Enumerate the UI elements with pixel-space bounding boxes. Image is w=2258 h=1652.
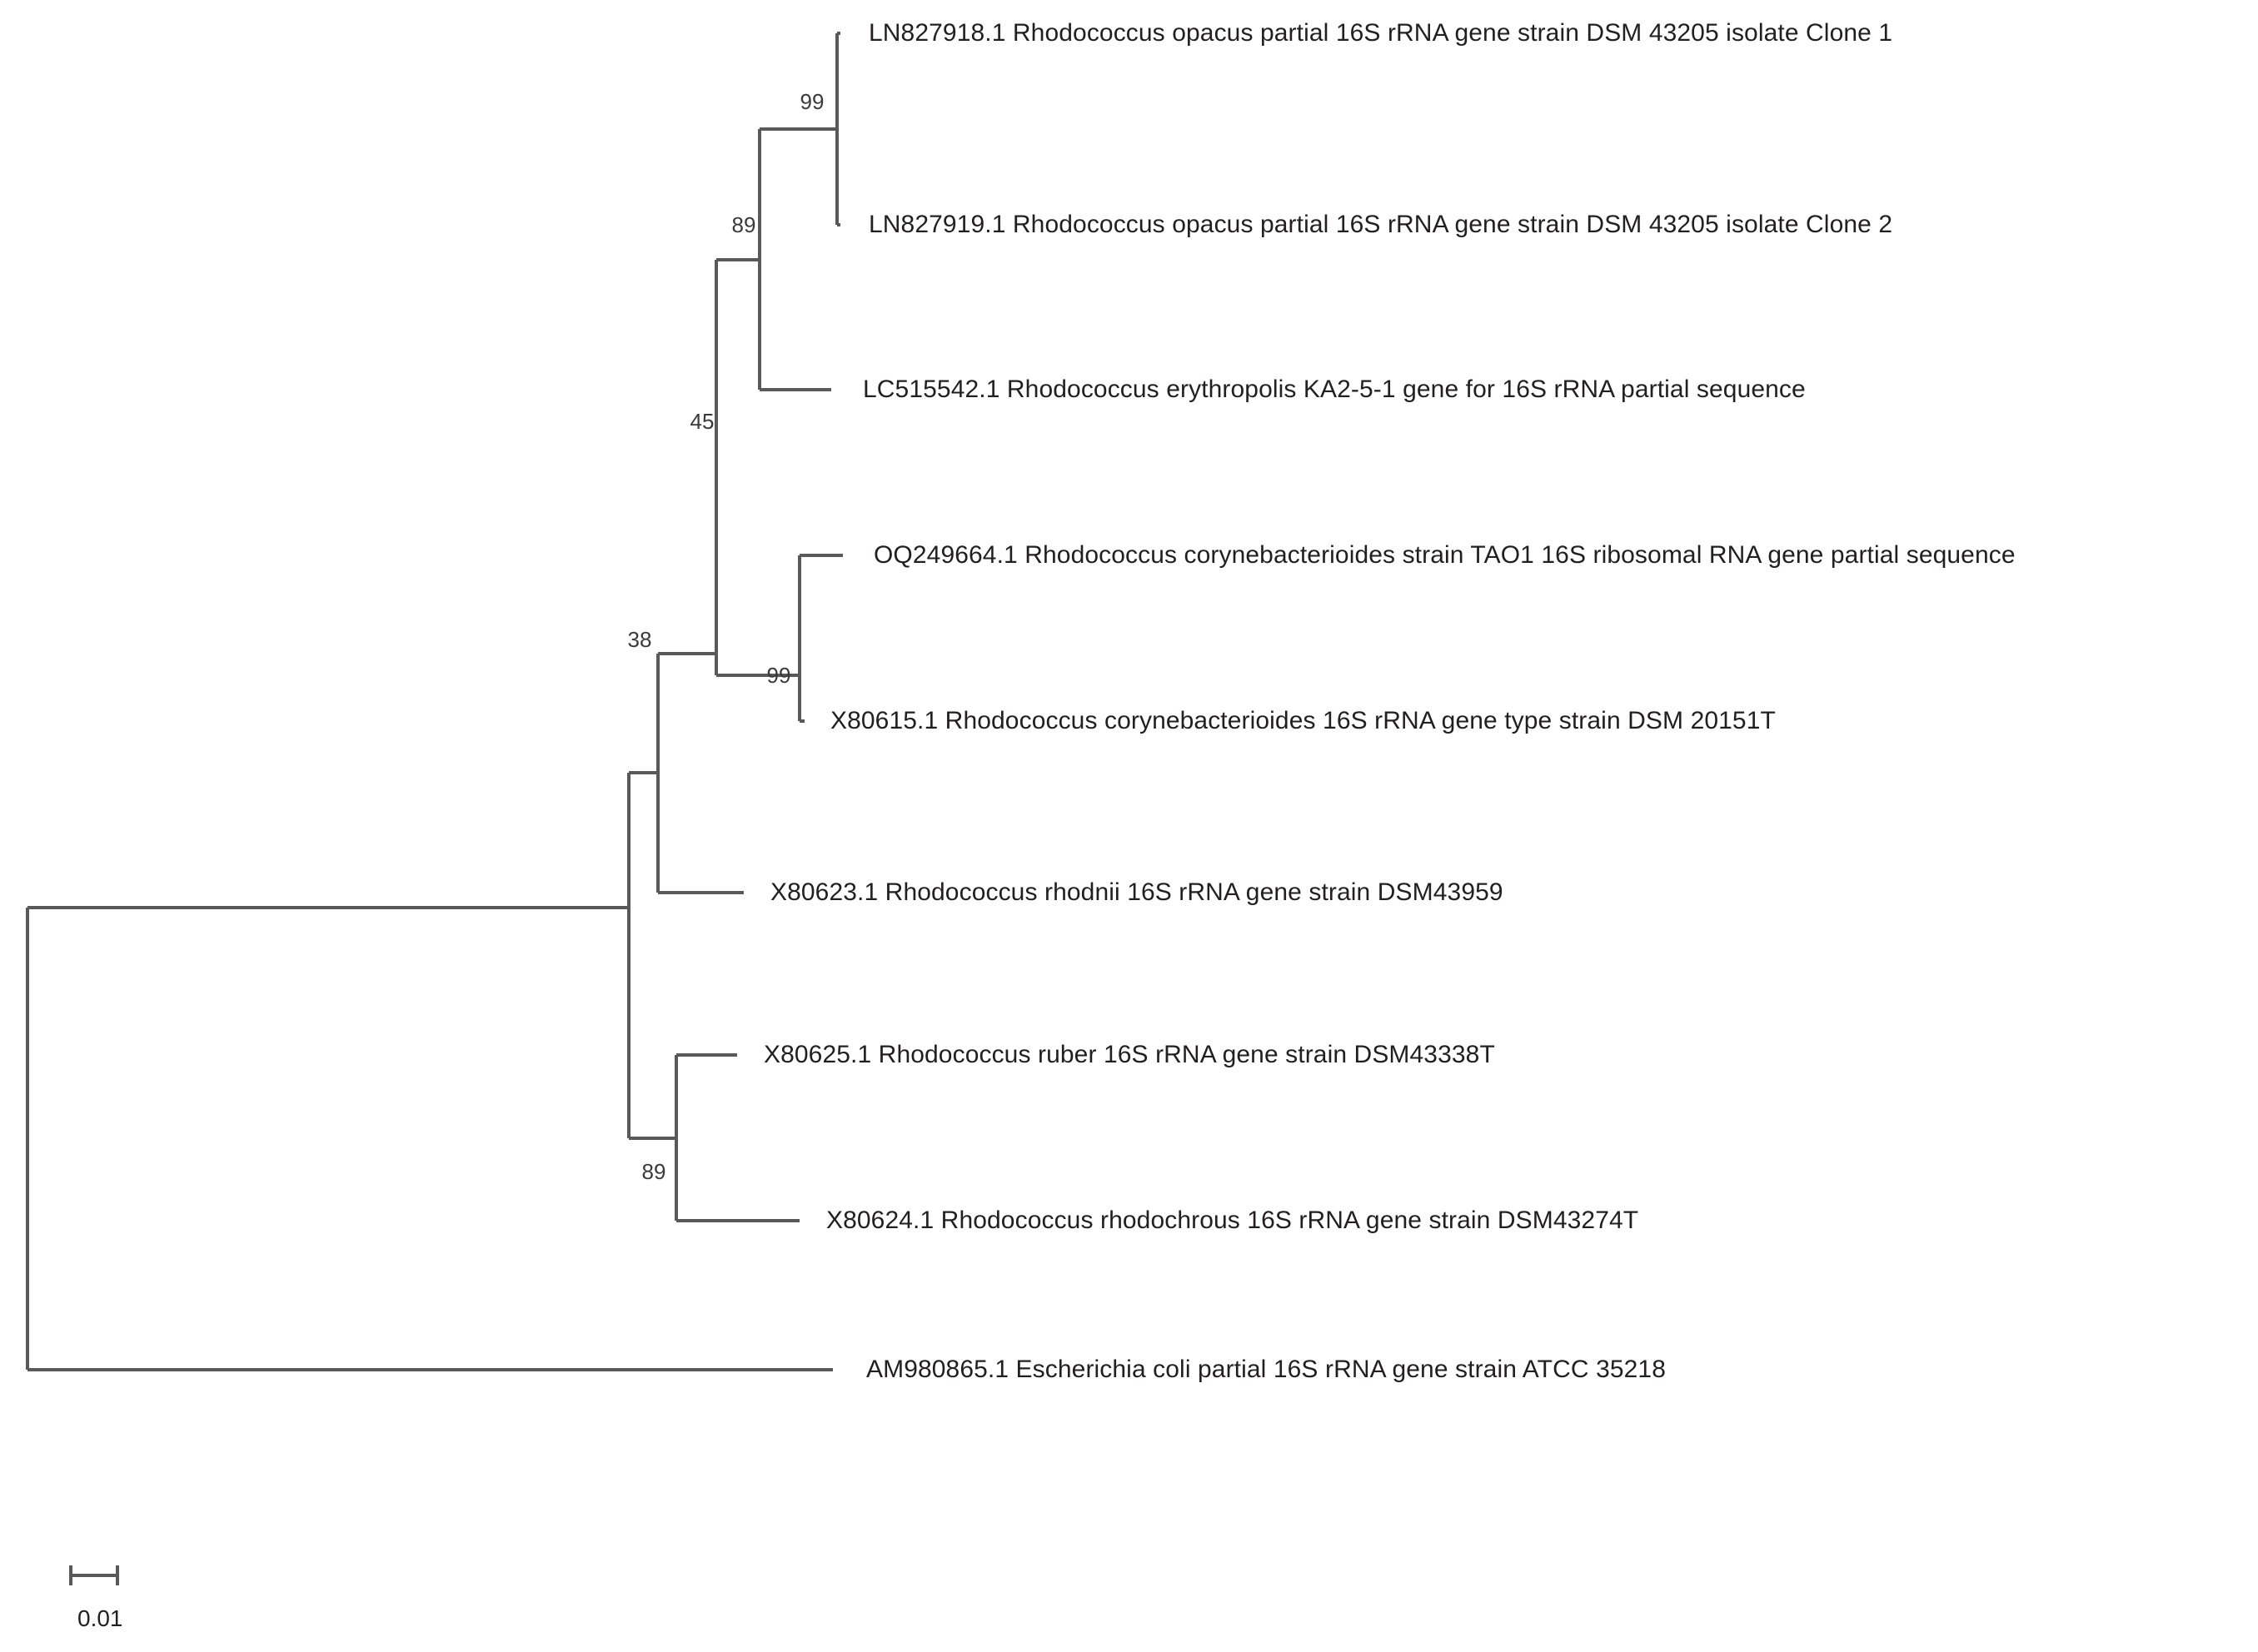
bootstrap-value-opacus: 99 — [800, 89, 825, 114]
taxon-label-OQ249664: OQ249664.1 Rhodococcus corynebacterioide… — [874, 541, 2016, 569]
taxon-label-X80625: X80625.1 Rhodococcus ruber 16S rRNA gene… — [764, 1041, 1495, 1068]
scale-bar-label: 0.01 — [77, 1605, 123, 1631]
taxon-label-LN827918: LN827918.1 Rhodococcus opacus partial 16… — [869, 19, 1893, 47]
taxon-label-X80623: X80623.1 Rhodococcus rhodnii 16S rRNA ge… — [770, 878, 1503, 906]
bootstrap-value-ruber-rhodochrous: 89 — [641, 1159, 666, 1184]
bootstrap-value-rhodococcus-core: 38 — [627, 627, 652, 652]
taxon-label-LN827919: LN827919.1 Rhodococcus opacus partial 16… — [869, 211, 1893, 238]
bootstrap-value-corynebacterioides: 99 — [766, 663, 791, 688]
bootstrap-value-opacus-erythropolis: 89 — [731, 212, 756, 237]
taxon-label-X80624: X80624.1 Rhodococcus rhodochrous 16S rRN… — [826, 1207, 1639, 1234]
taxon-label-LC515542: LC515542.1 Rhodococcus erythropolis KA2-… — [863, 376, 1806, 403]
taxon-label-AM980865: AM980865.1 Escherichia coli partial 16S … — [866, 1356, 1666, 1383]
bootstrap-value-node45: 45 — [690, 409, 715, 434]
taxon-label-X80615: X80615.1 Rhodococcus corynebacterioides … — [830, 707, 1776, 734]
